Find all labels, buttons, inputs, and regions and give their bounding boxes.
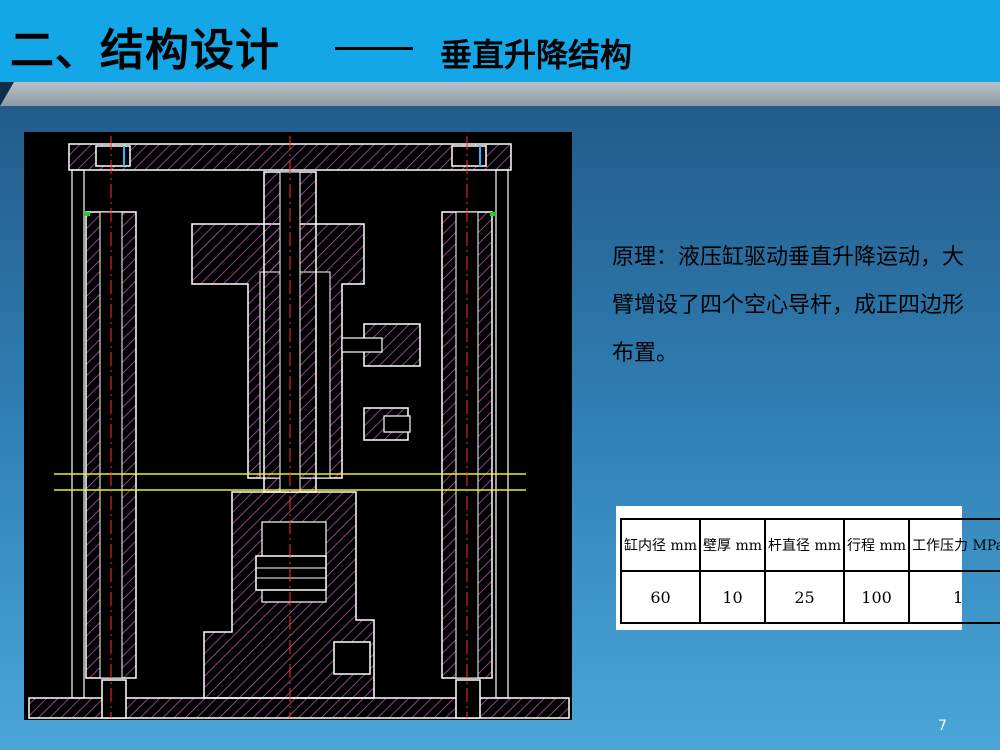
lower-nut bbox=[255, 555, 327, 591]
left-column bbox=[71, 169, 85, 699]
left-bottom-bolt bbox=[101, 679, 127, 719]
right-top-nut bbox=[451, 145, 487, 167]
header-bar bbox=[0, 82, 1000, 106]
principle-text: 原理：液压缸驱动垂直升降运动，大臂增设了四个空心导杆，成正四边形布置。 bbox=[612, 245, 965, 366]
page-number: 7 bbox=[938, 718, 947, 734]
bottom-oil-port bbox=[333, 641, 371, 675]
seal-left bbox=[84, 212, 90, 216]
value-cell-rod: 25 bbox=[764, 570, 846, 624]
title-dash bbox=[335, 47, 413, 50]
value-cell-pressure: 1 bbox=[908, 570, 1000, 624]
middle-port-fitting bbox=[383, 415, 411, 433]
cad-drawing bbox=[24, 132, 572, 720]
header-cell-bore: 缸内径 mm bbox=[619, 518, 702, 572]
header-cell-stroke: 行程 mm bbox=[843, 518, 911, 572]
table-row: 缸内径 mm 壁厚 mm 杆直径 mm 行程 mm 工作压力 MPa bbox=[619, 518, 1000, 572]
slide-header: 二、结构设计 垂直升降结构 bbox=[0, 0, 1000, 82]
spec-table: 缸内径 mm 壁厚 mm 杆直径 mm 行程 mm 工作压力 MPa 60 10… bbox=[619, 518, 1000, 624]
slide-subtitle: 垂直升降结构 bbox=[440, 36, 633, 74]
right-column bbox=[495, 169, 509, 699]
left-top-nut bbox=[95, 145, 131, 167]
header-cell-wall: 壁厚 mm bbox=[699, 518, 767, 572]
value-cell-wall: 10 bbox=[699, 570, 767, 624]
value-cell-stroke: 100 bbox=[843, 570, 911, 624]
header-bar-corner bbox=[0, 82, 14, 106]
right-bottom-bolt bbox=[455, 679, 481, 719]
seal-right bbox=[490, 212, 496, 216]
header-cell-pressure: 工作压力 MPa bbox=[908, 518, 1000, 572]
slide-title: 二、结构设计 bbox=[10, 25, 280, 76]
spec-table-panel: 缸内径 mm 壁厚 mm 杆直径 mm 行程 mm 工作压力 MPa 60 10… bbox=[616, 506, 1000, 630]
value-cell-bore: 60 bbox=[619, 570, 702, 624]
table-row: 60 10 25 100 1 bbox=[619, 570, 1000, 624]
upper-port-fitting bbox=[341, 337, 383, 353]
header-cell-rod: 杆直径 mm bbox=[764, 518, 846, 572]
cad-drawing-svg bbox=[28, 136, 570, 719]
